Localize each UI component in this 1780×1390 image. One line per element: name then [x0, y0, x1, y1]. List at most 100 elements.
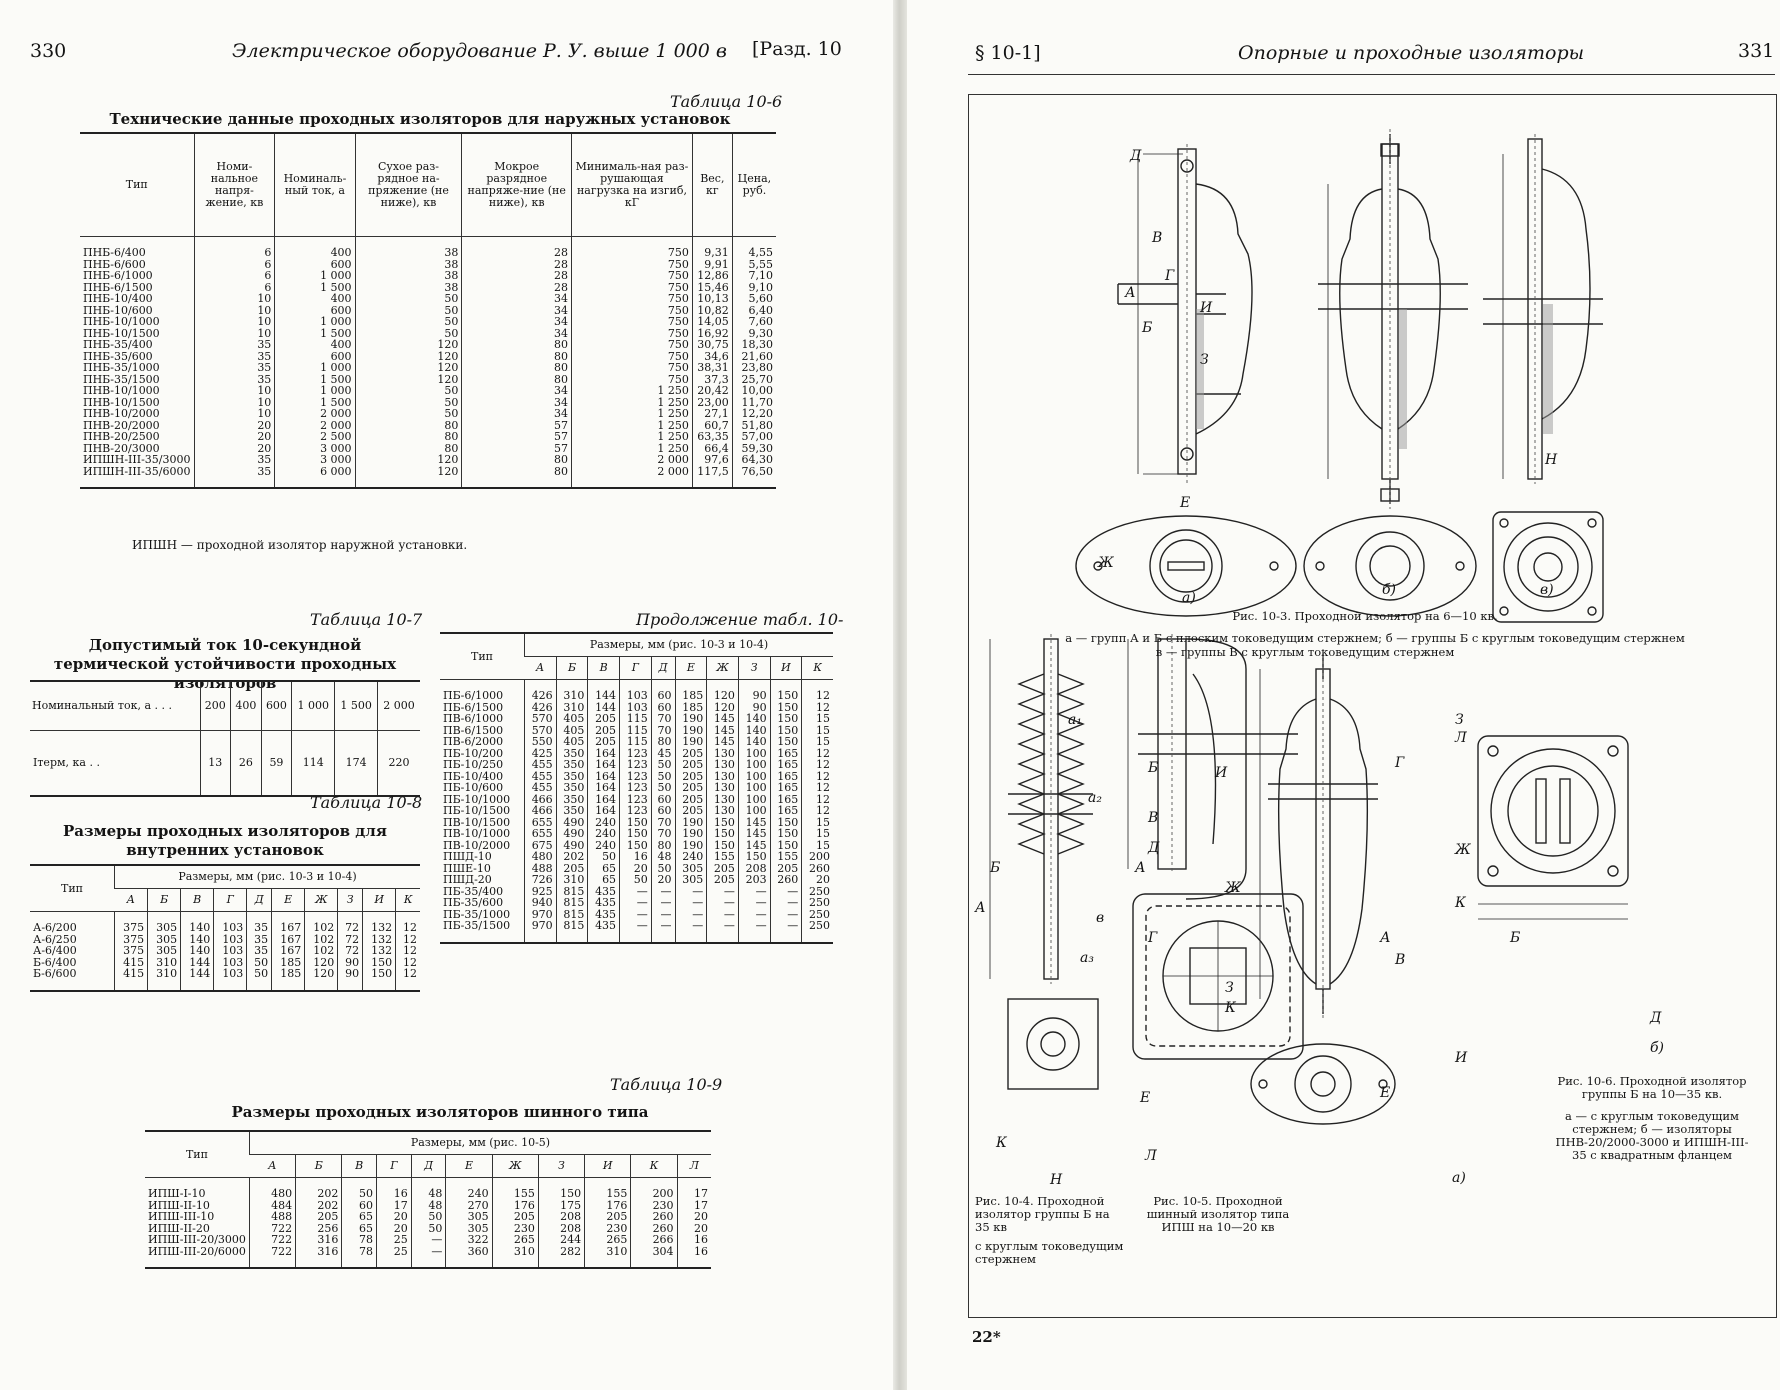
table-cell: — — [650, 885, 676, 897]
table-cell: ПНВ-10/1500 — [83, 395, 160, 409]
table-cell: 10 — [193, 408, 275, 420]
table-cell: 80 — [461, 362, 572, 374]
table-cell: 750 — [571, 350, 693, 362]
table-cell: 466 — [524, 805, 557, 817]
table-cell: 155 — [491, 1177, 539, 1200]
table-cell: ПНБ-10/1000 — [83, 315, 160, 328]
table-cell: 140 — [737, 736, 771, 748]
table-cell: 120 — [354, 362, 462, 374]
table-10-8-cont-label: Продолжение табл. 10- — [636, 610, 844, 629]
table-10-7-iterm-value: 59 — [260, 730, 292, 796]
table-cell: 90 — [337, 956, 363, 968]
table-cell: 722 — [248, 1222, 296, 1234]
table-cell: 80 — [461, 454, 572, 466]
table-cell: 115 — [619, 724, 652, 736]
table-10-8-cont-col-header: К — [801, 656, 833, 680]
table-cell: 480 — [248, 1177, 296, 1200]
table-cell: 103 — [213, 956, 247, 968]
table-cell: — — [619, 908, 652, 920]
table-cell: 435 — [587, 920, 620, 943]
table-cell: 150 — [769, 724, 802, 736]
table-cell: 205 — [769, 862, 802, 874]
table-cell: 120 — [354, 454, 462, 466]
table-10-8-cont-col-header: Д — [650, 656, 676, 680]
table-cell: 10 — [193, 316, 275, 328]
table-cell: 103 — [213, 911, 247, 934]
table-cell: 12 — [395, 911, 420, 934]
table-cell: 750 — [571, 236, 693, 259]
table-cell: 260 — [801, 862, 833, 874]
table-cell: 550 — [524, 736, 557, 748]
table-10-6-header-cell: Номи-нальное напря-жение, кв — [193, 133, 275, 237]
table-10-9-col-header: Д — [410, 1154, 446, 1178]
table-cell: 1 500 — [274, 327, 356, 339]
table-cell: 123 — [619, 759, 652, 771]
fig-10-3-plan-views — [1075, 511, 1604, 623]
fig-10-4-dim-N: Н — [1050, 1172, 1063, 1188]
fig-10-3-dim-Z: З — [1200, 352, 1209, 368]
table-cell: 103 — [213, 945, 247, 957]
table-cell: 50 — [354, 293, 462, 305]
table-cell: 78 — [341, 1245, 377, 1268]
fig-10-4-caption: Рис. 10-4. Проходной изолятор группы Б н… — [975, 1194, 1110, 1234]
table-cell: 100 — [737, 793, 771, 805]
fig-10-3-dim-I: И — [1200, 300, 1213, 316]
table-10-9-col-header: К — [630, 1154, 678, 1178]
table-cell: 70 — [650, 713, 676, 725]
table-10-7-current-value: 2 000 — [377, 681, 420, 731]
table-cell: 70 — [650, 828, 676, 840]
table-cell: 488 — [524, 862, 557, 874]
table-cell: А-6/400 — [33, 944, 77, 957]
table-cell: 167 — [271, 933, 305, 945]
table-cell: ПБ-35/1500 — [443, 919, 511, 932]
table-10-7-iterm-value: 174 — [334, 730, 378, 796]
table-cell: 145 — [706, 736, 739, 748]
table-cell: 10,00 — [731, 385, 776, 397]
table-cell: 205 — [295, 1211, 342, 1223]
table-cell: 185 — [674, 679, 707, 702]
table-cell: 12,86 — [691, 270, 733, 282]
fig-10-4-dim-a2: а₂ — [1088, 790, 1102, 806]
table-cell: 20 — [193, 419, 275, 431]
table-cell: 51,80 — [731, 419, 776, 431]
table-cell: ИПШ-I-10 — [148, 1187, 206, 1200]
table-cell: 80 — [354, 419, 462, 431]
table-cell: 70 — [650, 724, 676, 736]
table-10-9-col-header: Е — [445, 1154, 493, 1178]
table-10-6-header-cell: Вес, кг — [691, 133, 733, 237]
fig-10-5-dim-G: Г — [1148, 930, 1158, 946]
fig-10-4-side-view — [989, 638, 1099, 1090]
table-cell: 164 — [587, 793, 620, 805]
table-cell: 10 — [193, 327, 275, 339]
fig-10-4-dim-K: К — [996, 1135, 1007, 1151]
table-cell: 155 — [769, 851, 802, 863]
table-cell: 12 — [801, 679, 833, 702]
table-cell: 250 — [801, 908, 833, 920]
table-cell: 130 — [706, 770, 739, 782]
table-cell: 600 — [274, 258, 356, 270]
table-cell: 48 — [650, 851, 676, 863]
table-cell: 5,60 — [731, 293, 776, 305]
table-cell: 722 — [248, 1245, 296, 1268]
table-cell: 50 — [650, 782, 676, 794]
table-cell: 655 — [524, 816, 557, 828]
fig-10-4-dim-B: Б — [990, 860, 1001, 876]
table-cell: 48 — [410, 1199, 446, 1211]
table-10-7-iterm-value: 13 — [199, 730, 231, 796]
table-cell: 150 — [769, 839, 802, 851]
table-cell: ПНВ-20/2000 — [83, 418, 160, 432]
fig-10-3-legend-1: а — групп А и Б с плоским токоведущим ст… — [1065, 631, 1685, 645]
table-cell: 600 — [274, 304, 356, 316]
table-cell: 722 — [248, 1234, 296, 1246]
table-10-6-header-cell: Цена, руб. — [731, 133, 776, 237]
table-cell: 490 — [555, 828, 588, 840]
